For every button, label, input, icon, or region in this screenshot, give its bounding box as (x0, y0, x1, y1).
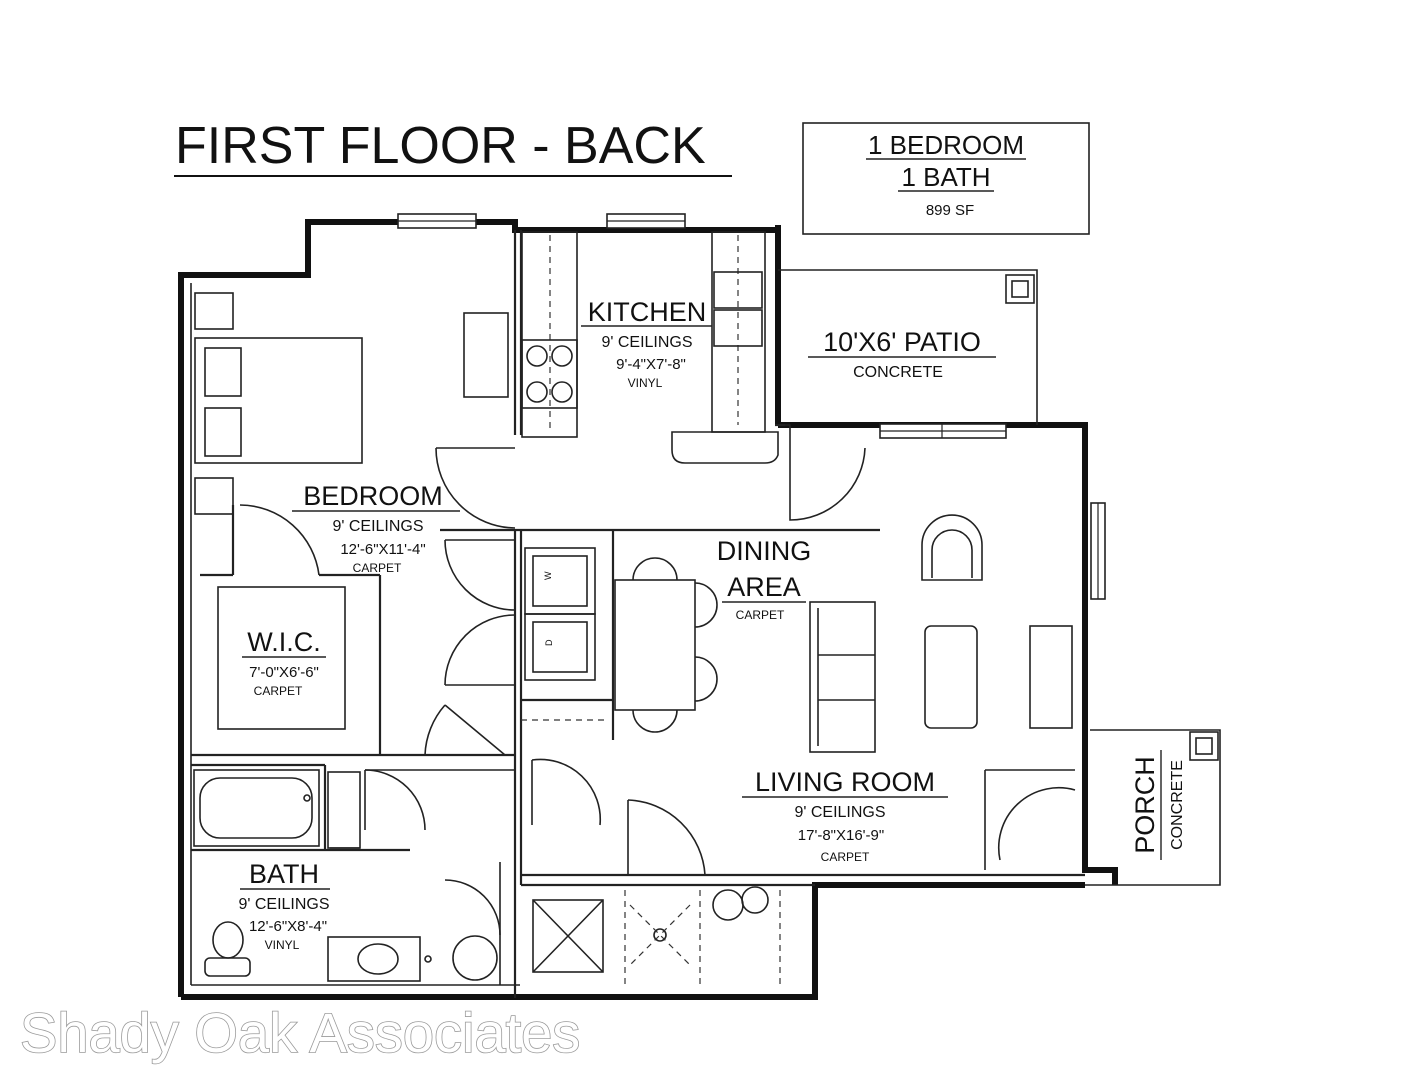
stair-area (532, 886, 781, 985)
bedroom-ceiling: 9' CEILINGS (332, 518, 423, 535)
dining-name-line2: AREA (727, 572, 801, 602)
bath-fixtures (193, 769, 498, 982)
bath-name: BATH (249, 859, 319, 889)
porch-floor: CONCRETE (1169, 760, 1186, 850)
unit-area: 899 SF (926, 202, 974, 219)
bedroom-name: BEDROOM (303, 481, 443, 511)
bedroom-size: 12'-6"X11'-4" (340, 541, 425, 558)
wic-size: 7'-0"X6'-6" (249, 664, 319, 681)
kitchen-name: KITCHEN (588, 297, 707, 327)
wic-floor: CARPET (254, 684, 303, 698)
wic-label: W.I.C. 7'-0"X6'-6" CARPET (242, 627, 326, 698)
interior-walls (191, 230, 1085, 998)
living-room-name: LIVING ROOM (755, 767, 935, 797)
living-room-ceiling: 9' CEILINGS (794, 804, 885, 821)
dining-floor: CARPET (736, 608, 785, 622)
patio-name: 10'X6' PATIO (823, 327, 981, 357)
bedroom-label: BEDROOM 9' CEILINGS 12'-6"X11'-4" CARPET (292, 481, 460, 575)
kitchen-ceiling: 9' CEILINGS (601, 334, 692, 351)
dining-name-line1: DINING (717, 536, 812, 566)
washer-label: W (543, 571, 553, 580)
kitchen-floor: VINYL (628, 376, 663, 390)
kitchen-size: 9'-4"X7'-8" (616, 356, 686, 373)
bath-ceiling: 9' CEILINGS (238, 896, 329, 913)
bath-size: 12'-6"X8'-4" (249, 918, 327, 935)
unit-info-box: 1 BEDROOM 1 BATH 899 SF (802, 122, 1090, 235)
bedroom-fixtures (194, 292, 363, 730)
patio-label: 10'X6' PATIO CONCRETE (808, 327, 996, 381)
living-room-floor: CARPET (821, 850, 870, 864)
kitchen-label: KITCHEN 9' CEILINGS 9'-4"X7'-8" VINYL (581, 297, 712, 390)
dining-label: DINING AREA CARPET (717, 536, 812, 622)
dryer-label: D (544, 639, 554, 646)
porch (1090, 729, 1221, 886)
patio-floor: CONCRETE (853, 364, 943, 381)
patio (778, 269, 1038, 425)
porch-name: PORCH (1130, 756, 1160, 854)
unit-bedrooms: 1 BEDROOM (868, 130, 1024, 160)
laundry: W D (521, 547, 605, 721)
kitchen-fixtures (463, 231, 779, 464)
plan-title: FIRST FLOOR - BACK (175, 117, 706, 175)
windows (397, 213, 1106, 600)
bath-label: BATH 9' CEILINGS 12'-6"X8'-4" VINYL (238, 859, 330, 952)
living-room-label: LIVING ROOM 9' CEILINGS 17'-8"X16'-9" CA… (742, 767, 948, 864)
wic-name: W.I.C. (247, 627, 321, 657)
unit-baths: 1 BATH (901, 162, 990, 192)
bedroom-floor: CARPET (353, 561, 402, 575)
living-furniture (614, 514, 1073, 753)
bath-floor: VINYL (265, 938, 300, 952)
porch-label: PORCH CONCRETE (1130, 750, 1186, 860)
doors (239, 424, 1076, 985)
living-room-size: 17'-8"X16'-9" (798, 827, 884, 844)
watermark-text: Shady Oak Associates (20, 1001, 580, 1064)
